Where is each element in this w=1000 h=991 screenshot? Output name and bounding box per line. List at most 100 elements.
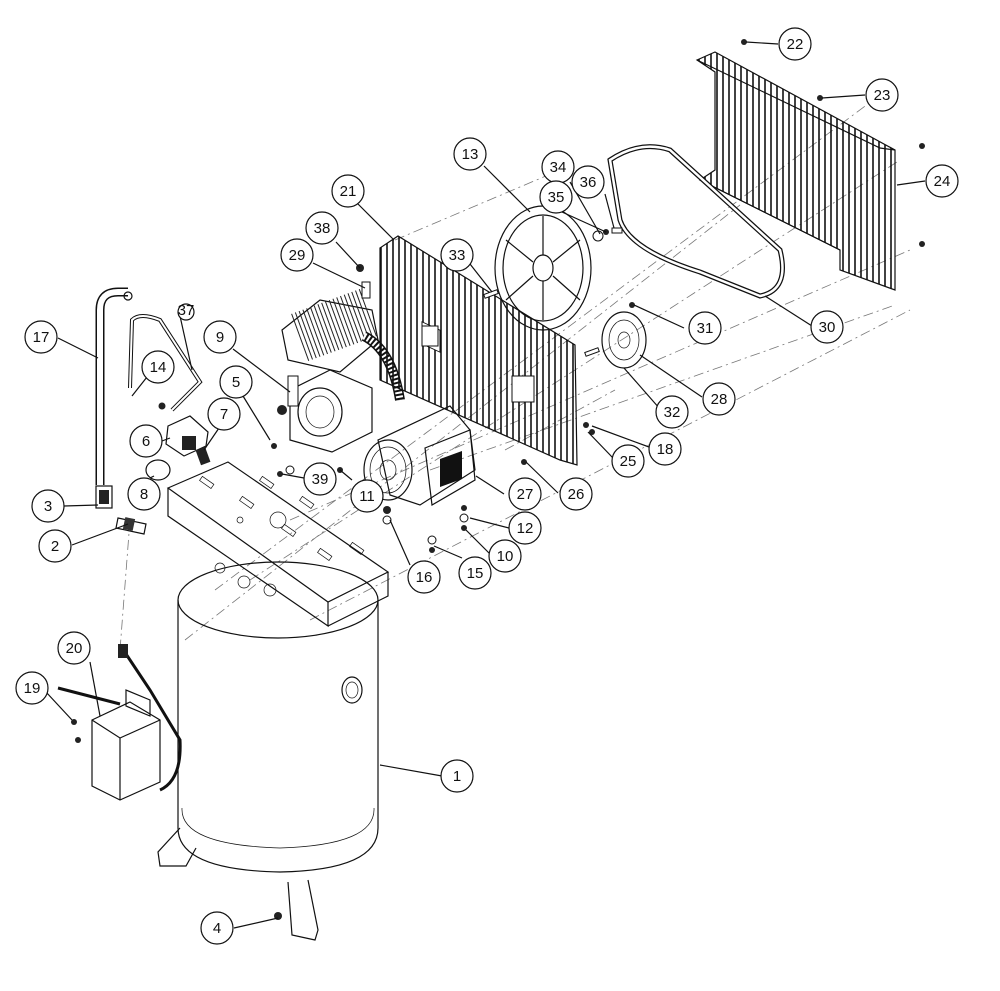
callout-number: 19 bbox=[24, 680, 41, 697]
callout-circle bbox=[648, 432, 682, 466]
callout-circle bbox=[305, 211, 339, 245]
callout-number: 7 bbox=[220, 406, 228, 423]
callout-number: 20 bbox=[66, 640, 83, 657]
callout-number: 17 bbox=[33, 329, 50, 346]
callout-9: 9 bbox=[203, 320, 237, 354]
callout-number: 9 bbox=[216, 329, 224, 346]
callout-bubbles: 1234567891011121314151617181920212223242… bbox=[15, 27, 959, 945]
motor-mounting-plate bbox=[166, 461, 390, 628]
flywheel bbox=[494, 205, 592, 331]
callout-20: 20 bbox=[57, 631, 91, 665]
callout-26: 26 bbox=[559, 477, 593, 511]
callout-number: 39 bbox=[312, 471, 329, 488]
callout-33: 33 bbox=[440, 238, 474, 272]
callout-number: 34 bbox=[550, 159, 567, 176]
callout-number: 2 bbox=[51, 538, 59, 555]
callout-37: 37 bbox=[177, 302, 195, 321]
callout-circle bbox=[15, 671, 49, 705]
callout-circle bbox=[331, 174, 365, 208]
callout-number: 14 bbox=[150, 359, 167, 376]
callout-number: 23 bbox=[874, 87, 891, 104]
callout-number: 3 bbox=[44, 498, 52, 515]
callout-39: 39 bbox=[303, 462, 337, 496]
callout-number: 21 bbox=[340, 183, 357, 200]
callout-24: 24 bbox=[925, 164, 959, 198]
callout-number: 25 bbox=[620, 453, 637, 470]
motor-pulley bbox=[601, 311, 647, 369]
callout-16: 16 bbox=[407, 560, 441, 594]
callout-22: 22 bbox=[778, 27, 812, 61]
callout-31: 31 bbox=[688, 311, 722, 345]
callout-number: 8 bbox=[140, 486, 148, 503]
belt-guard-back bbox=[379, 235, 578, 466]
callout-circle bbox=[303, 462, 337, 496]
callout-number: 18 bbox=[657, 441, 674, 458]
callout-circle bbox=[655, 395, 689, 429]
callout-number: 11 bbox=[359, 488, 375, 505]
callout-number: 28 bbox=[711, 391, 728, 408]
callout-circle bbox=[219, 365, 253, 399]
callout-30: 30 bbox=[810, 310, 844, 344]
callout-number: 26 bbox=[568, 486, 585, 503]
callout-circle bbox=[38, 529, 72, 563]
callout-36: 36 bbox=[571, 165, 605, 199]
callout-number: 13 bbox=[462, 146, 479, 163]
discharge-tube bbox=[95, 287, 133, 485]
callout-circle bbox=[141, 350, 175, 384]
callout-12: 12 bbox=[508, 511, 542, 545]
callout-circle bbox=[350, 479, 384, 513]
callout-number: 27 bbox=[517, 486, 534, 503]
pressure-switch bbox=[158, 402, 209, 457]
callout-15: 15 bbox=[458, 556, 492, 590]
callout-18: 18 bbox=[648, 432, 682, 466]
callout-circle bbox=[203, 320, 237, 354]
callout-8: 8 bbox=[127, 477, 161, 511]
callout-number: 16 bbox=[416, 569, 433, 586]
leader-lines bbox=[45, 41, 926, 929]
callout-circle bbox=[207, 397, 241, 431]
callout-circle bbox=[571, 165, 605, 199]
callout-number: 31 bbox=[697, 320, 714, 337]
callout-circle bbox=[488, 539, 522, 573]
callout-4: 4 bbox=[200, 911, 234, 945]
callout-circle bbox=[925, 164, 959, 198]
callout-circle bbox=[453, 137, 487, 171]
air-filter bbox=[145, 459, 171, 481]
callout-circle bbox=[440, 238, 474, 272]
callout-10: 10 bbox=[488, 539, 522, 573]
callout-circle bbox=[127, 477, 161, 511]
callout-34: 34 bbox=[541, 150, 575, 184]
electric-motor bbox=[363, 405, 476, 506]
callout-circle bbox=[810, 310, 844, 344]
callout-circle bbox=[702, 382, 736, 416]
callout-35: 35 bbox=[539, 180, 573, 214]
callout-circle bbox=[31, 489, 65, 523]
callout-number: 36 bbox=[580, 174, 597, 191]
callout-circle bbox=[611, 444, 645, 478]
callout-number: 5 bbox=[232, 374, 240, 391]
callout-circle bbox=[508, 477, 542, 511]
callout-circle bbox=[24, 320, 58, 354]
callout-number: 38 bbox=[314, 220, 331, 237]
callout-32: 32 bbox=[655, 395, 689, 429]
callout-circle bbox=[200, 911, 234, 945]
callout-number: 29 bbox=[289, 247, 306, 264]
callout-11: 11 bbox=[350, 479, 384, 513]
unloader-tube bbox=[128, 314, 203, 412]
callout-7: 7 bbox=[207, 397, 241, 431]
callout-19: 19 bbox=[15, 671, 49, 705]
callout-25: 25 bbox=[611, 444, 645, 478]
callout-circle bbox=[865, 78, 899, 112]
callout-38: 38 bbox=[305, 211, 339, 245]
callout-number: 22 bbox=[787, 36, 804, 53]
callout-circle bbox=[508, 511, 542, 545]
callout-14: 14 bbox=[141, 350, 175, 384]
check-valve-elbow bbox=[95, 485, 147, 535]
callout-number: 37 bbox=[178, 302, 195, 319]
belt-guard-front bbox=[695, 51, 896, 291]
callout-number: 33 bbox=[449, 247, 466, 264]
callout-17: 17 bbox=[24, 320, 58, 354]
callout-1: 1 bbox=[440, 759, 474, 793]
callout-number: 6 bbox=[142, 433, 150, 450]
